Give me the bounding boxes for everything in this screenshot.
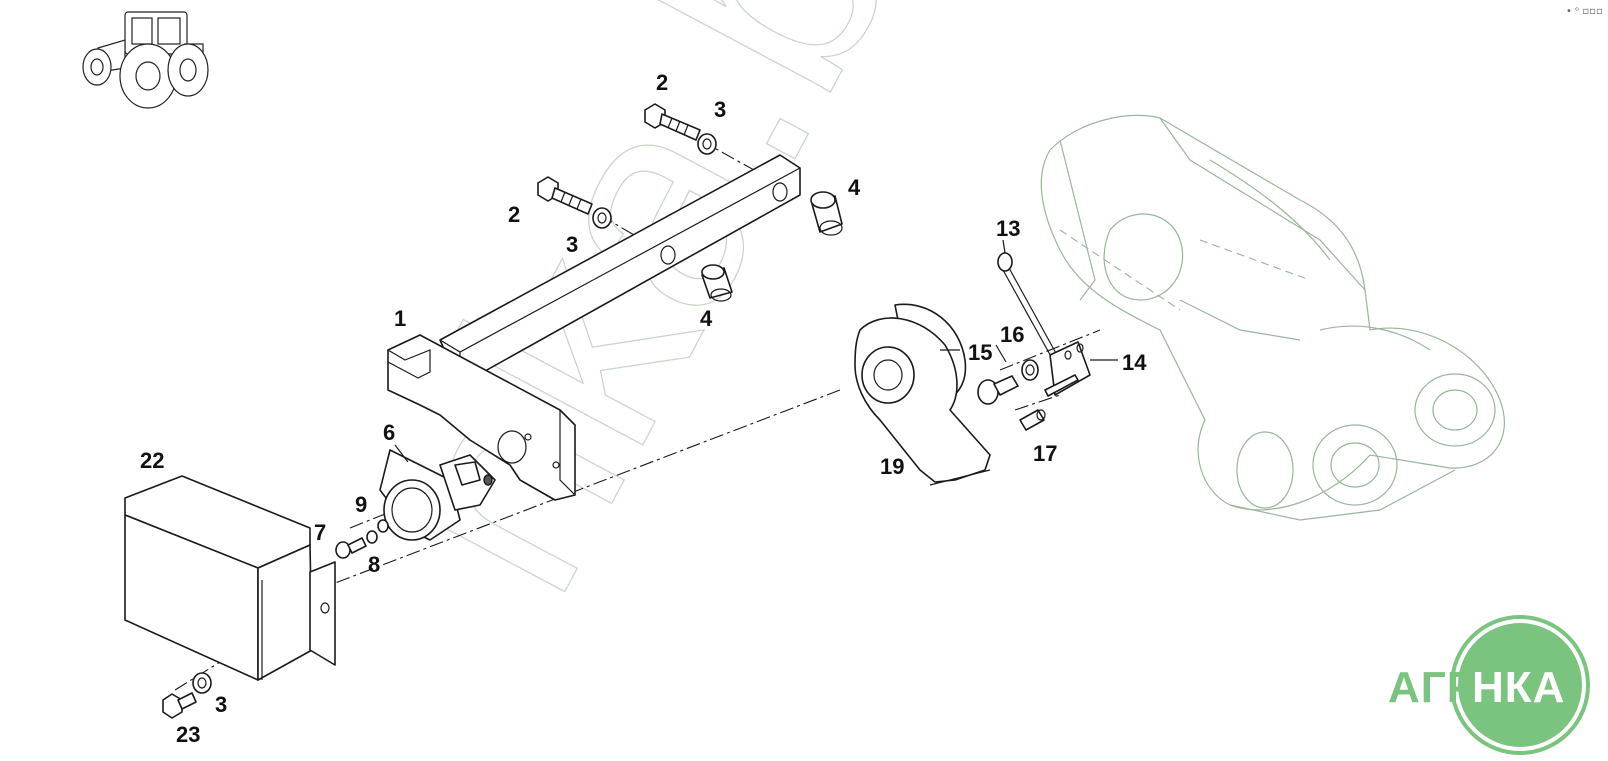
- part-7-screw: [335, 537, 367, 559]
- part-22-cover: [124, 475, 336, 681]
- part-16-washer: [1021, 359, 1039, 381]
- callout-17: 17: [1033, 441, 1057, 466]
- corner-mark: • ᵒ ▫▫▫: [1566, 6, 1603, 17]
- callout-13: 13: [996, 216, 1020, 241]
- part-4-bushing-upper: [810, 191, 843, 236]
- callout-3-middle: 3: [566, 232, 578, 257]
- part-15-screw: [977, 375, 1019, 405]
- agro-nka-logo: АГРО НКА: [1388, 615, 1590, 755]
- callout-1: 1: [394, 306, 406, 331]
- callout-19: 19: [880, 454, 904, 479]
- callout-9: 9: [355, 492, 367, 517]
- callout-2-middle: 2: [508, 202, 520, 227]
- callout-3-upper: 3: [714, 97, 726, 122]
- part-2-bolt-upper: [644, 103, 701, 141]
- part-9-washer: [377, 519, 389, 533]
- part-3-washer-upper: [697, 133, 717, 155]
- callout-2-upper: 2: [656, 70, 668, 95]
- logo-text-left: АГРО: [1388, 663, 1512, 712]
- part-2-bolt-middle: [537, 176, 593, 215]
- part-14-plate: [1044, 341, 1091, 397]
- callout-14: 14: [1122, 350, 1147, 375]
- callout-3-lower: 3: [215, 692, 227, 717]
- part-17-pin: [1019, 409, 1046, 431]
- callout-15: 15: [968, 340, 992, 365]
- leader-lines: [394, 239, 1118, 463]
- part-1-bracket: [387, 154, 801, 501]
- logo-text-right: НКА: [1472, 663, 1565, 712]
- part-4-bushing-lower: [701, 264, 733, 302]
- part-23-bolt: [162, 692, 197, 719]
- callout-labels: 2 3 2 3 4 4 1 13 16 15 14 6 22 9 7 8 17 …: [140, 70, 1147, 747]
- background-assembly-outline: [1040, 114, 1505, 521]
- callout-23: 23: [176, 722, 200, 747]
- callout-22: 22: [140, 448, 164, 473]
- part-3-washer-lower: [192, 672, 212, 694]
- part-6-sensor: [379, 449, 496, 541]
- callout-4-upper: 4: [848, 175, 861, 200]
- part-3-washer-middle: [592, 207, 612, 229]
- callout-7: 7: [314, 520, 326, 545]
- callout-16: 16: [1000, 322, 1024, 347]
- tractor-icon: [82, 11, 209, 109]
- callout-8: 8: [368, 552, 380, 577]
- part-19-cam: [854, 303, 991, 486]
- callout-4-lower: 4: [700, 306, 713, 331]
- part-8-washer: [366, 530, 378, 544]
- callout-6: 6: [383, 420, 395, 445]
